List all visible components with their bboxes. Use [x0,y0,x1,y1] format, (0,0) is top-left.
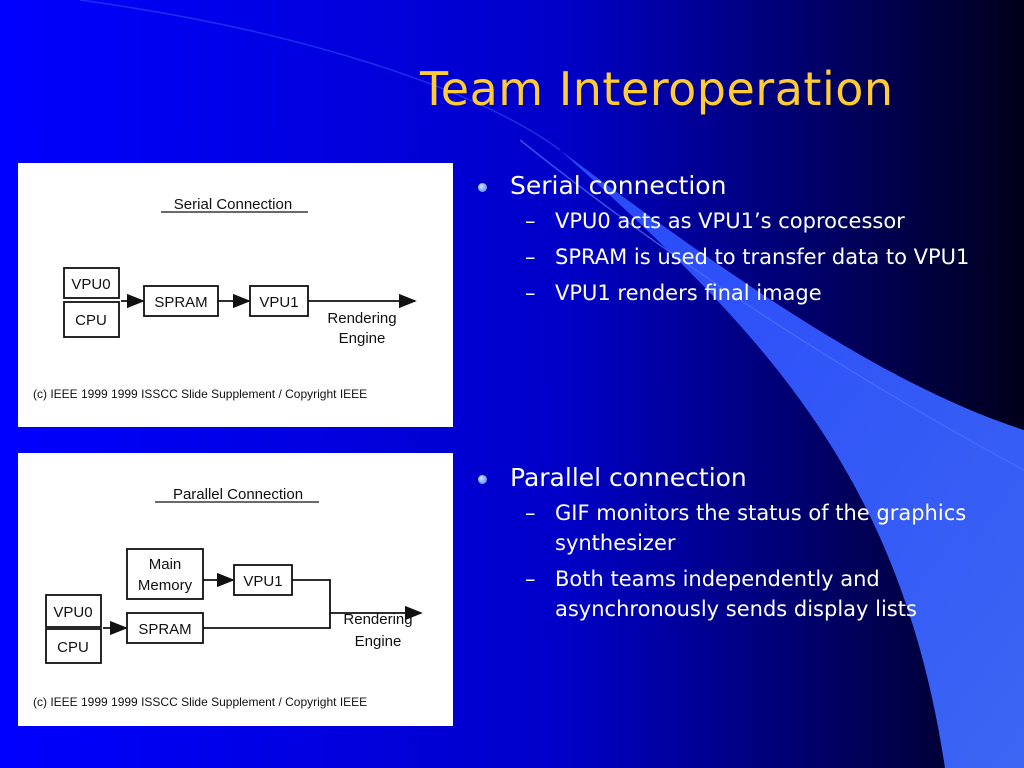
sub-bullet-text: VPU1 renders final image [555,281,822,305]
serial-connection-figure: Serial Connection VPU0 CPU SPRAM VPU1 Re… [18,163,453,427]
sub-bullet: – VPU0 acts as VPU1’s coprocessor [470,206,1010,236]
main-memory-box [126,548,204,600]
dash-icon: – [525,567,536,591]
sub-bullet-text: SPRAM is used to transfer data to VPU1 [555,245,970,269]
sub-bullet: – SPRAM is used to transfer data to VPU1 [470,242,1010,272]
vpu1-to-merge-line [292,579,331,613]
parallel-connection-figure: Parallel Connection Main Memory VPU1 VPU… [18,453,453,726]
bullet-group-serial: Serial connection – VPU0 acts as VPU1’s … [470,170,1010,314]
cpu-label: CPU [57,639,89,656]
sub-bullet-text: VPU0 acts as VPU1’s coprocessor [555,209,905,233]
dash-icon: – [525,209,536,233]
sub-bullet: – Both teams independently and asynchron… [470,564,1010,624]
vpu0-box [45,594,102,628]
rendering-engine-label: Rendering [327,310,396,327]
vpu0-label: VPU0 [53,604,92,621]
decorative-swoosh [560,150,1024,768]
slide-title: Team Interoperation [420,62,894,116]
main-memory-label: Main [149,556,182,573]
bullet-text: Parallel connection [510,463,747,492]
cpu-box [63,301,120,338]
sub-bullet-text: Both teams independently and asynchronou… [555,567,917,621]
spram-box [143,285,219,317]
dash-icon: – [525,501,536,525]
figure-title: Serial Connection [174,196,292,213]
bullet-serial-connection: Serial connection [470,170,1010,202]
bullet-text: Serial connection [510,171,727,200]
sub-bullet: – VPU1 renders final image [470,278,1010,308]
spram-box [126,612,204,644]
rendering-engine-label-2: Engine [355,633,402,650]
bullet-group-parallel: Parallel connection – GIF monitors the s… [470,462,1010,630]
spram-label: SPRAM [138,621,191,638]
vpu1-box [233,564,293,596]
bullet-parallel-connection: Parallel connection [470,462,1010,494]
vpu0-label: VPU0 [71,276,110,293]
copyright-note: (c) IEEE 1999 1999 ISSCC Slide Supplemen… [33,695,367,709]
rendering-engine-label-2: Engine [339,330,386,347]
rendering-engine-label: Rendering [343,611,412,628]
bullet-dot-icon [478,183,487,192]
bullet-dot-icon [478,475,487,484]
cpu-box [45,628,102,664]
dash-icon: – [525,281,536,305]
cpu-label: CPU [75,312,107,329]
spram-to-merge-line [203,613,331,629]
spram-label: SPRAM [154,294,207,311]
dash-icon: – [525,245,536,269]
sub-bullet: – GIF monitors the status of the graphic… [470,498,1010,558]
sub-bullet-text: GIF monitors the status of the graphics … [555,501,967,555]
vpu1-label: VPU1 [243,573,282,590]
figure-title: Parallel Connection [173,486,303,503]
main-memory-label-2: Memory [138,577,193,594]
vpu1-label: VPU1 [259,294,298,311]
copyright-note: (c) IEEE 1999 1999 ISSCC Slide Supplemen… [33,387,367,401]
vpu0-box [63,267,120,299]
